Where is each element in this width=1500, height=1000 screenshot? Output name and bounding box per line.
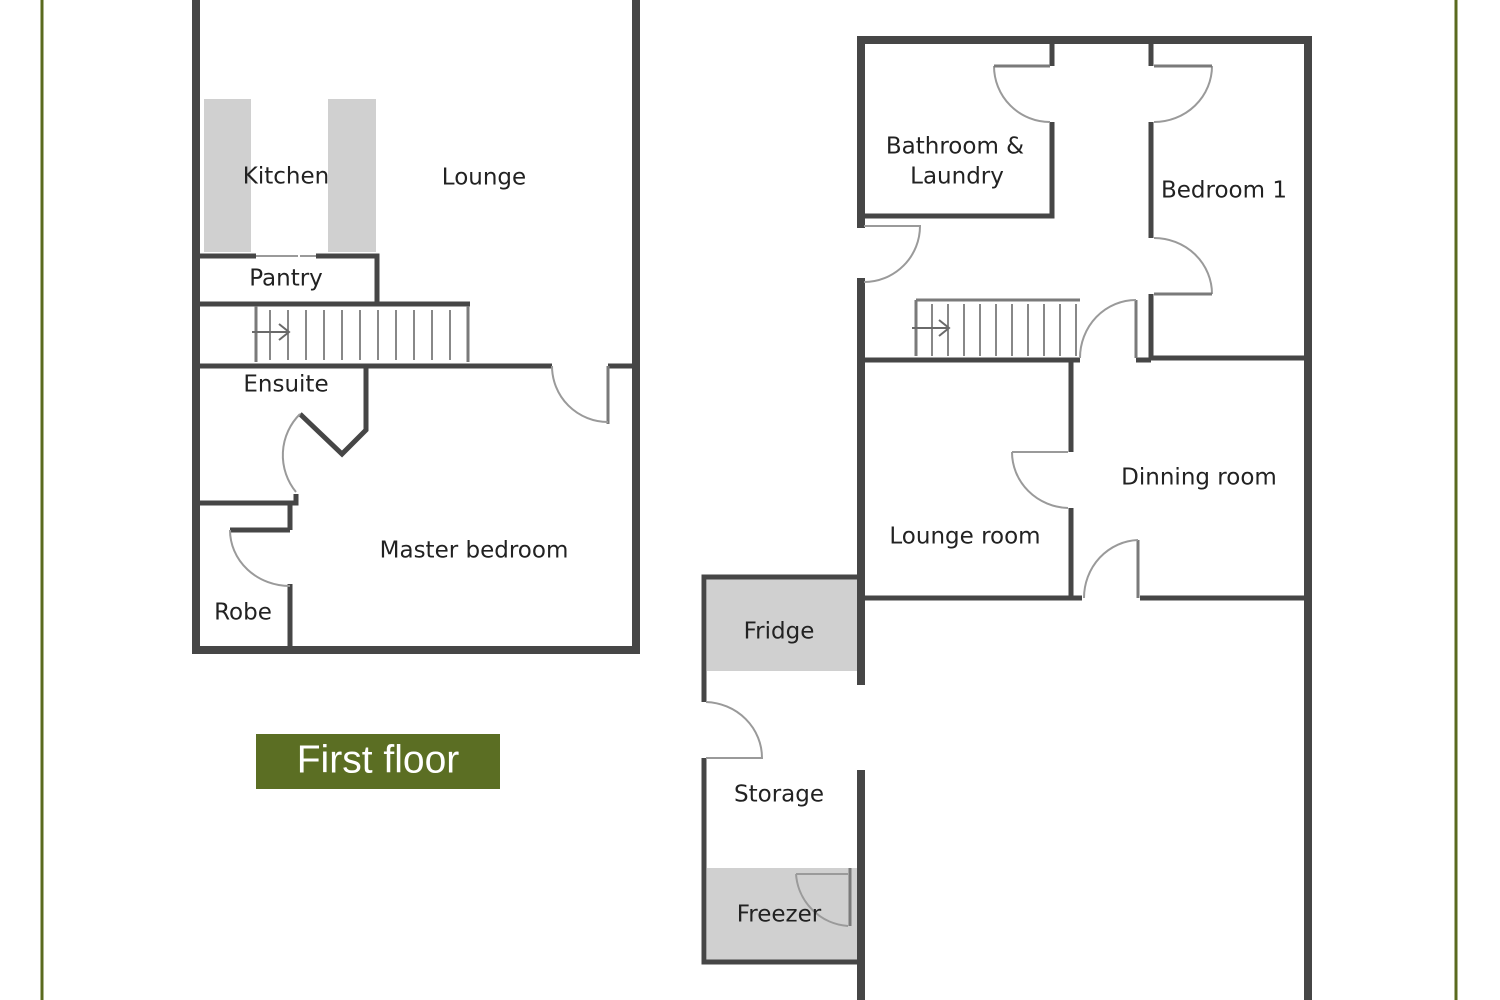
room-label-lounge: Lounge (442, 165, 526, 191)
room-label-bedroom-1: Bedroom 1 (1161, 178, 1287, 204)
freezer-area (707, 868, 857, 960)
room-label-ensuite: Ensuite (243, 372, 328, 398)
kitchen-bench-right (328, 99, 376, 252)
fridge-area (707, 579, 857, 671)
room-label-bathroom-line1: Bathroom & (886, 134, 1024, 160)
room-label-robe: Robe (214, 600, 272, 626)
room-labels: Kitchen Lounge Pantry Ensuite Master bed… (214, 134, 1287, 928)
bathroom-walls (865, 44, 1055, 219)
page-frame (40, 0, 1458, 1000)
floor-label: First floor (297, 738, 460, 781)
room-label-master-bedroom: Master bedroom (380, 538, 569, 564)
staircase-left (252, 306, 470, 362)
storage-walls (701, 574, 858, 965)
room-label-freezer: Freezer (737, 902, 822, 928)
left-plan (192, 0, 640, 654)
robe-walls (230, 503, 293, 648)
floor-badge (256, 734, 500, 789)
room-label-dinning-room: Dinning room (1121, 465, 1277, 491)
stair-arrow-icon (912, 319, 951, 337)
pantry-walls (199, 253, 470, 307)
room-label-lounge-room: Lounge room (889, 524, 1040, 550)
room-label-bathroom-line2: Laundry (910, 164, 1004, 190)
ensuite-walls (298, 368, 369, 458)
left-outer-walls (192, 0, 640, 654)
stair-arrow-icon (252, 323, 291, 341)
room-label-fridge: Fridge (744, 619, 815, 645)
room-label-kitchen: Kitchen (243, 164, 329, 190)
room-label-storage: Storage (734, 782, 824, 808)
room-label-pantry: Pantry (249, 266, 323, 292)
right-outer-walls (857, 36, 1312, 1000)
staircase-right (912, 298, 1080, 356)
kitchen-bench-left (204, 99, 251, 252)
right-plan (701, 36, 1312, 1000)
